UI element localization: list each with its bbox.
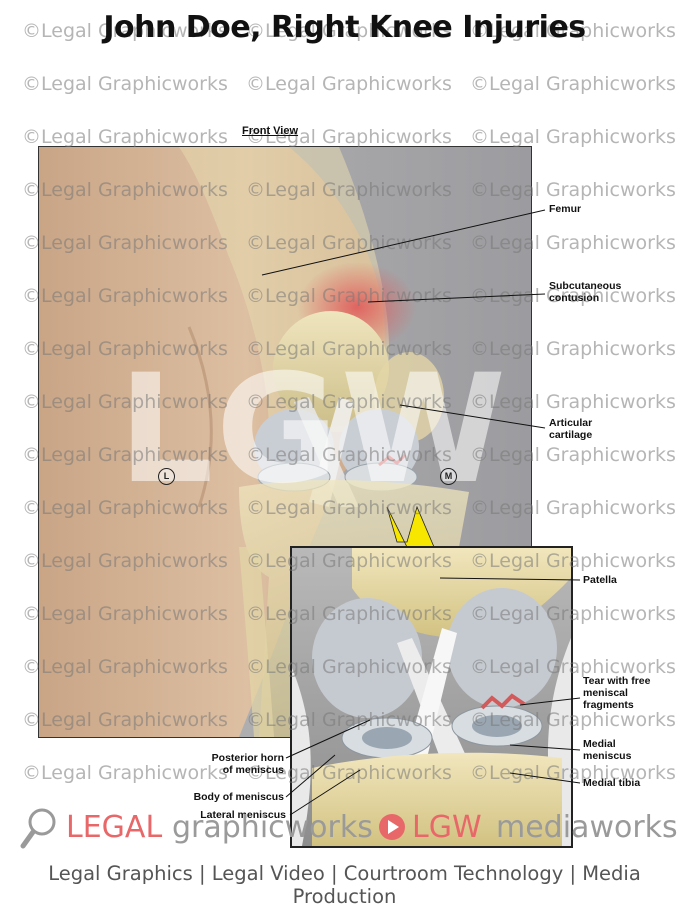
label-tear-fragments: Tear with free meniscal fragments [583,675,651,711]
footer-logos: LEGAL graphicworks LGW mediaworks [20,806,680,849]
label-femur: Femur [549,203,582,215]
watermark-text: ©Legal Graphicworks [470,73,676,95]
page-title: John Doe, Right Knee Injuries [103,10,586,45]
logo-mediaworks: mediaworks [496,810,678,845]
label-medial-tibia: Medial tibia [583,777,641,789]
label-posterior-horn: Posterior horn of meniscus [211,752,284,776]
main-illustration [38,146,532,738]
logo-legal: LEGAL [66,810,163,845]
magnifier-icon [20,808,56,849]
label-subcutaneous-contusion: Subcutaneous contusion [549,280,622,304]
knee-meniscus-detail-illustration [292,548,571,846]
watermark-text: ©Legal Graphicworks [22,126,228,148]
lateral-marker: L [158,468,175,485]
watermark-text: ©Legal Graphicworks [22,73,228,95]
logo-graphicworks: graphicworks [172,810,373,845]
play-icon [379,814,405,840]
watermark-text: ©Legal Graphicworks [246,73,452,95]
medial-marker: M [440,468,457,485]
label-medial-meniscus: Medial meniscus [583,738,632,762]
knee-front-view-illustration [39,147,531,737]
label-body-of-meniscus: Body of meniscus [193,791,284,803]
footer-tagline: Legal Graphics | Legal Video | Courtroom… [48,862,641,908]
logo-lgw: LGW [412,810,482,845]
watermark-text: ©Legal Graphicworks [470,126,676,148]
label-lateral-meniscus: Lateral meniscus [200,809,286,821]
label-patella: Patella [583,574,617,586]
view-label: Front View [242,125,299,137]
inset-detail-illustration [290,546,573,848]
label-articular-cartilage: Articular cartilage [549,417,593,441]
